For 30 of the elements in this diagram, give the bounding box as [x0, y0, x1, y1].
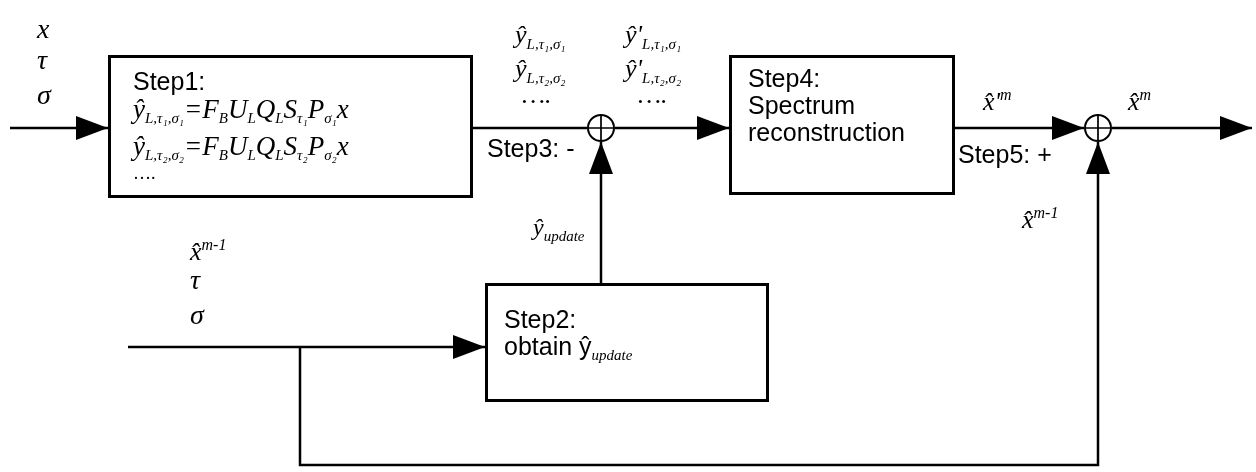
signal-label: σ — [190, 300, 204, 330]
step-description: obtain ŷ$_{update}$ — [504, 333, 634, 365]
process-box — [485, 283, 769, 402]
summing-junction — [1084, 114, 1112, 142]
summing-junction — [587, 114, 615, 142]
arrow — [128, 335, 485, 359]
formula: ŷ$_{L,τ₂,σ₂}$=F$_{B}$U$_{L}$Q$_{L}$S$_{τ₂}$P$_{σ₂}$x — [133, 132, 349, 165]
step-heading: Step2: — [504, 306, 577, 333]
signal-label: x — [37, 14, 50, 44]
step-description: Spectrum reconstruction — [748, 92, 907, 146]
process-box — [729, 55, 955, 195]
arrow — [10, 116, 108, 140]
ellipsis: …. — [133, 169, 156, 177]
formula: ŷ$_{L,τ₁,σ₁}$=F$_{B}$U$_{L}$Q$_{L}$S$_{τ₁}$P$_{σ₁}$x — [133, 95, 349, 128]
arrow — [955, 116, 1084, 140]
step-heading: Step4: — [748, 65, 821, 92]
signal-label: x̂$^{m-1}$ — [190, 235, 227, 267]
step-label: Step3: - — [487, 134, 575, 162]
signal-label: σ — [37, 80, 51, 110]
signal-label: τ — [190, 265, 201, 295]
arrow — [615, 116, 729, 140]
signal-label: ŷ$_{L,τ₁,σ₁}$ — [515, 20, 566, 54]
step-heading: Step1: — [133, 68, 206, 95]
process-box — [108, 55, 473, 198]
arrow — [298, 142, 1110, 467]
step-label: Step5: + — [958, 140, 1052, 168]
signal-label: τ — [37, 45, 48, 75]
signal-label: ŷ'$_{L,τ₁,σ₁}$ — [625, 20, 682, 54]
arrow — [589, 142, 613, 283]
arrow — [1112, 116, 1252, 140]
